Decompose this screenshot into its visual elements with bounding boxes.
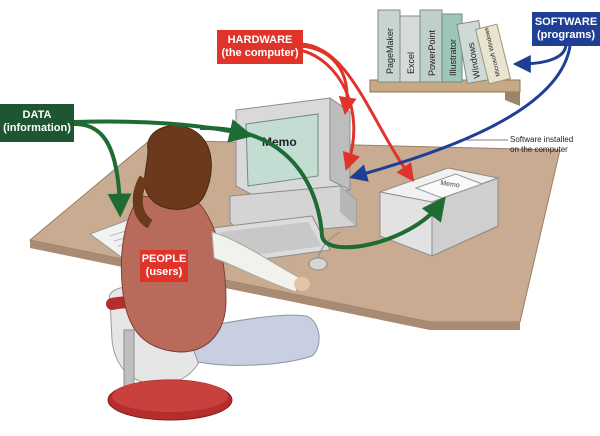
data-arrows [73,119,446,250]
software-arrows [349,43,572,182]
hardware-arrow-to-case [299,48,360,171]
people-label-title: PEOPLE [141,253,187,265]
bookshelf-bracket [505,92,520,106]
software-arrow-to-computer [349,45,572,182]
people-label: PEOPLE (users) [140,250,188,282]
hardware-label: HARDWARE (the computer) [217,30,303,64]
book-title-3: Illustrator [448,39,458,76]
book-title-2: PowerPoint [427,29,437,76]
hardware-label-title: HARDWARE [227,34,293,46]
annotation-line-1: Software installed [510,135,574,144]
annotation-line-2: on the computer [510,145,568,154]
software-arrow-to-books [512,43,568,73]
software-label: SOFTWARE (programs) [532,12,600,46]
books [377,9,512,85]
data-label-title: DATA [22,109,52,121]
book-microsoft-windows [474,23,512,85]
software-label-subtitle: (programs) [536,29,596,41]
printer-memo-text: Memo [440,180,460,190]
person-user [120,125,320,366]
data-label-subtitle: (information) [3,122,71,134]
people-label-subtitle: (users) [145,266,183,278]
hardware-arrow-to-printer [301,42,415,182]
data-arrow-to-printer [199,125,446,250]
data-arrow-to-paper [73,122,132,218]
software-label-title: SOFTWARE [534,16,598,28]
printer-paper [414,173,484,199]
software-installed-annotation: Software installed on the computer [510,135,594,155]
hardware-label-subtitle: (the computer) [221,47,299,59]
book-title-0: PageMaker [385,28,395,74]
mouse [308,257,328,271]
data-label: DATA (information) [0,104,74,142]
book-title-1: Excel [406,52,416,74]
hardware-arrows [299,42,415,182]
